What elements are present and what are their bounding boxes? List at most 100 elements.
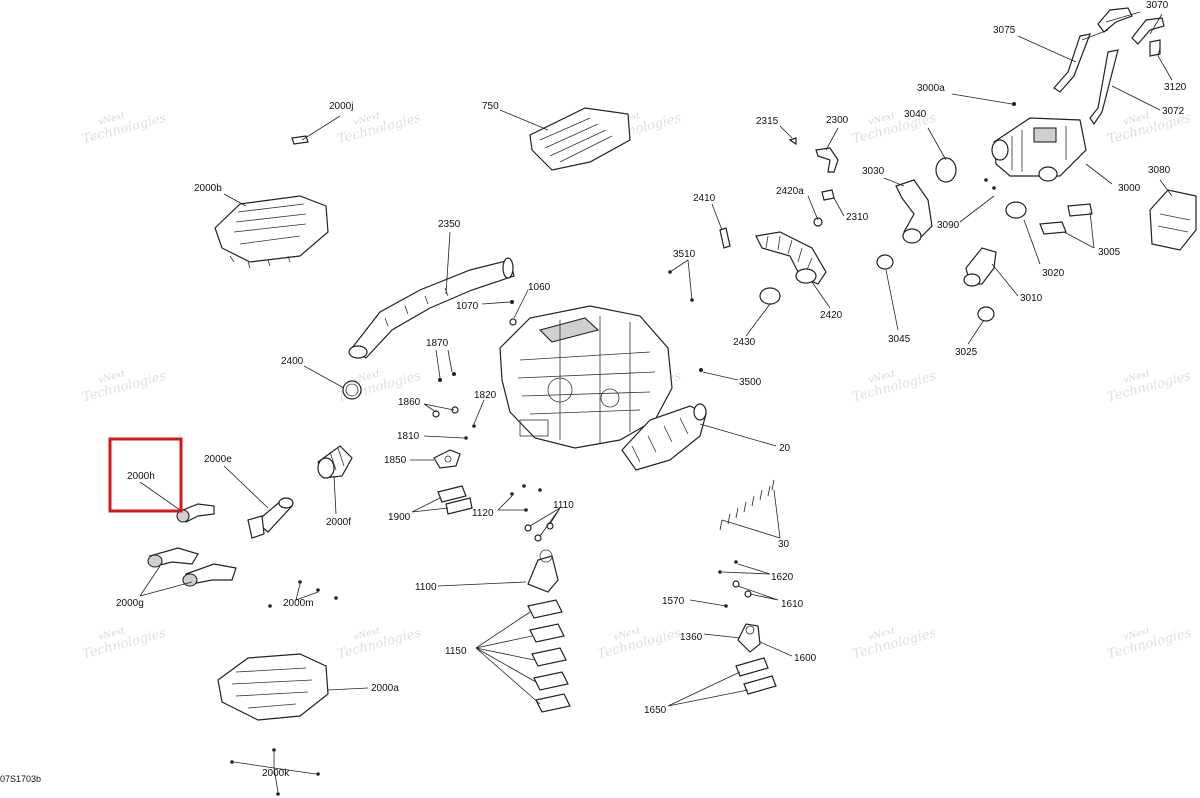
callout-1900[interactable]: 1900	[388, 512, 411, 523]
callout-1070[interactable]: 1070	[456, 301, 479, 312]
callout-3510[interactable]: 3510	[673, 249, 696, 260]
callout-2310[interactable]: 2310	[846, 212, 869, 223]
part-1620-bolt[interactable]	[718, 570, 722, 574]
part-1600-mount[interactable]	[737, 623, 761, 653]
part-3025-clamp[interactable]	[977, 306, 995, 322]
callout-2000h[interactable]: 2000h	[127, 471, 155, 482]
part-1110-washer[interactable]	[534, 534, 542, 542]
callout-1060[interactable]: 1060	[528, 282, 551, 293]
part-1620-bolt[interactable]	[734, 560, 738, 564]
callout-2430[interactable]: 2430	[733, 337, 756, 348]
callout-20[interactable]: 20	[779, 443, 791, 454]
part-3500-stud[interactable]	[699, 368, 703, 372]
part-2350-intake-tube[interactable]	[348, 257, 515, 359]
part-3080-heat-shield[interactable]	[1149, 189, 1197, 251]
callout-2410[interactable]: 2410	[693, 193, 716, 204]
part-2000a-intake-manifold-lower[interactable]	[217, 653, 329, 721]
callout-2400[interactable]: 2400	[281, 356, 304, 367]
part-3010-elbow[interactable]	[963, 247, 997, 287]
part-2000f-hose[interactable]	[317, 445, 353, 479]
part-1650-shim[interactable]	[743, 675, 777, 695]
callout-1850[interactable]: 1850	[384, 455, 407, 466]
part-1120-bolt[interactable]	[522, 484, 526, 488]
callout-1150[interactable]: 1150	[445, 646, 467, 657]
part-1870-bolt[interactable]	[452, 372, 456, 376]
callout-3500[interactable]: 3500	[739, 377, 762, 388]
part-2430-clamp[interactable]	[759, 287, 781, 305]
callout-1870[interactable]: 1870	[426, 338, 449, 349]
callout-750[interactable]: 750	[482, 101, 499, 112]
part-1070-bolt[interactable]	[510, 300, 514, 304]
callout-3030[interactable]: 3030	[862, 166, 885, 177]
part-1060-washer[interactable]	[509, 318, 517, 326]
callout-3010[interactable]: 3010	[1020, 293, 1043, 304]
callout-1650[interactable]: 1650	[644, 705, 667, 716]
part-3075-strap[interactable]	[1053, 33, 1091, 93]
part-1900-bracket[interactable]	[437, 485, 467, 503]
part-2000h-hose[interactable]	[176, 503, 215, 523]
callout-30[interactable]: 30	[778, 539, 790, 550]
callout-1100[interactable]: 1100	[415, 582, 437, 593]
part-2310-sensor[interactable]	[821, 189, 835, 201]
part-2000k-bolt[interactable]	[276, 792, 280, 796]
callout-1620[interactable]: 1620	[771, 572, 794, 583]
callout-1110[interactable]: 1110	[553, 500, 574, 511]
part-1150-shims[interactable]	[527, 599, 571, 713]
part-3040-clamp[interactable]	[935, 157, 957, 183]
callout-3025[interactable]: 3025	[955, 347, 978, 358]
callout-1610[interactable]: 1610	[781, 599, 804, 610]
part-3000-intercooler[interactable]	[991, 117, 1087, 182]
part-3045-clamp[interactable]	[876, 254, 894, 270]
part-1810-bolt[interactable]	[464, 436, 468, 440]
callout-1360[interactable]: 1360	[680, 632, 703, 643]
part-2410-bracket[interactable]	[719, 227, 731, 249]
part-2000k-bolt[interactable]	[272, 748, 276, 752]
callout-2000j[interactable]: 2000j	[329, 101, 353, 112]
part-2000e-tube[interactable]	[247, 497, 294, 539]
callout-3045[interactable]: 3045	[888, 334, 911, 345]
part-3090-bolt[interactable]	[984, 178, 988, 182]
part-2000m-bolt[interactable]	[334, 596, 338, 600]
part-1120-bolt[interactable]	[510, 492, 514, 496]
callout-2000m[interactable]: 2000m	[283, 598, 314, 609]
part-2000g-hose[interactable]	[147, 547, 199, 568]
callout-1600[interactable]: 1600	[794, 653, 817, 664]
part-2420a-clamp[interactable]	[813, 217, 823, 227]
part-2420-corrugated-hose[interactable]	[755, 231, 827, 285]
part-1860-washer[interactable]	[432, 410, 440, 418]
callout-2315[interactable]: 2315	[756, 116, 779, 127]
part-2000m-bolt[interactable]	[298, 580, 302, 584]
part-2400-clamp-ring[interactable]	[342, 380, 362, 400]
part-750-engine-cover[interactable]	[529, 107, 631, 171]
callout-1120[interactable]: 1120	[472, 508, 494, 519]
part-1650-shim[interactable]	[735, 657, 769, 677]
part-1110-washer[interactable]	[524, 524, 532, 532]
part-2000m-bolt[interactable]	[316, 588, 320, 592]
part-3000a-bolt[interactable]	[1012, 102, 1016, 106]
callout-3000[interactable]: 3000	[1118, 183, 1141, 194]
callout-2000k[interactable]: 2000k	[262, 768, 290, 779]
callout-3000a[interactable]: 3000a	[917, 83, 945, 94]
callout-3072[interactable]: 3072	[1162, 106, 1185, 117]
callout-3005[interactable]: 3005	[1098, 247, 1121, 258]
callout-3080[interactable]: 3080	[1148, 165, 1171, 176]
part-3070-brackets[interactable]	[1097, 7, 1165, 57]
callout-3040[interactable]: 3040	[904, 109, 927, 120]
part-1900-bracket[interactable]	[445, 497, 473, 515]
part-3005-pad[interactable]	[1067, 203, 1093, 217]
part-2000j-gasket[interactable]	[291, 135, 309, 145]
part-30-bolt-set[interactable]	[719, 479, 775, 531]
part-1610-washer[interactable]	[732, 580, 740, 588]
callout-3020[interactable]: 3020	[1042, 268, 1065, 279]
part-3090-bolt[interactable]	[992, 186, 996, 190]
callout-3090[interactable]: 3090	[937, 220, 960, 231]
part-2000m-bolt[interactable]	[268, 604, 272, 608]
part-2000b-intake-manifold-upper[interactable]	[214, 195, 329, 269]
callout-1860[interactable]: 1860	[398, 397, 421, 408]
callout-3120[interactable]: 3120	[1164, 82, 1187, 93]
callout-2300[interactable]: 2300	[826, 115, 849, 126]
part-1870-bolt[interactable]	[438, 378, 442, 382]
part-1820-bolt[interactable]	[472, 424, 476, 428]
callout-3070[interactable]: 3070	[1146, 0, 1169, 11]
callout-2420[interactable]: 2420	[820, 310, 843, 321]
